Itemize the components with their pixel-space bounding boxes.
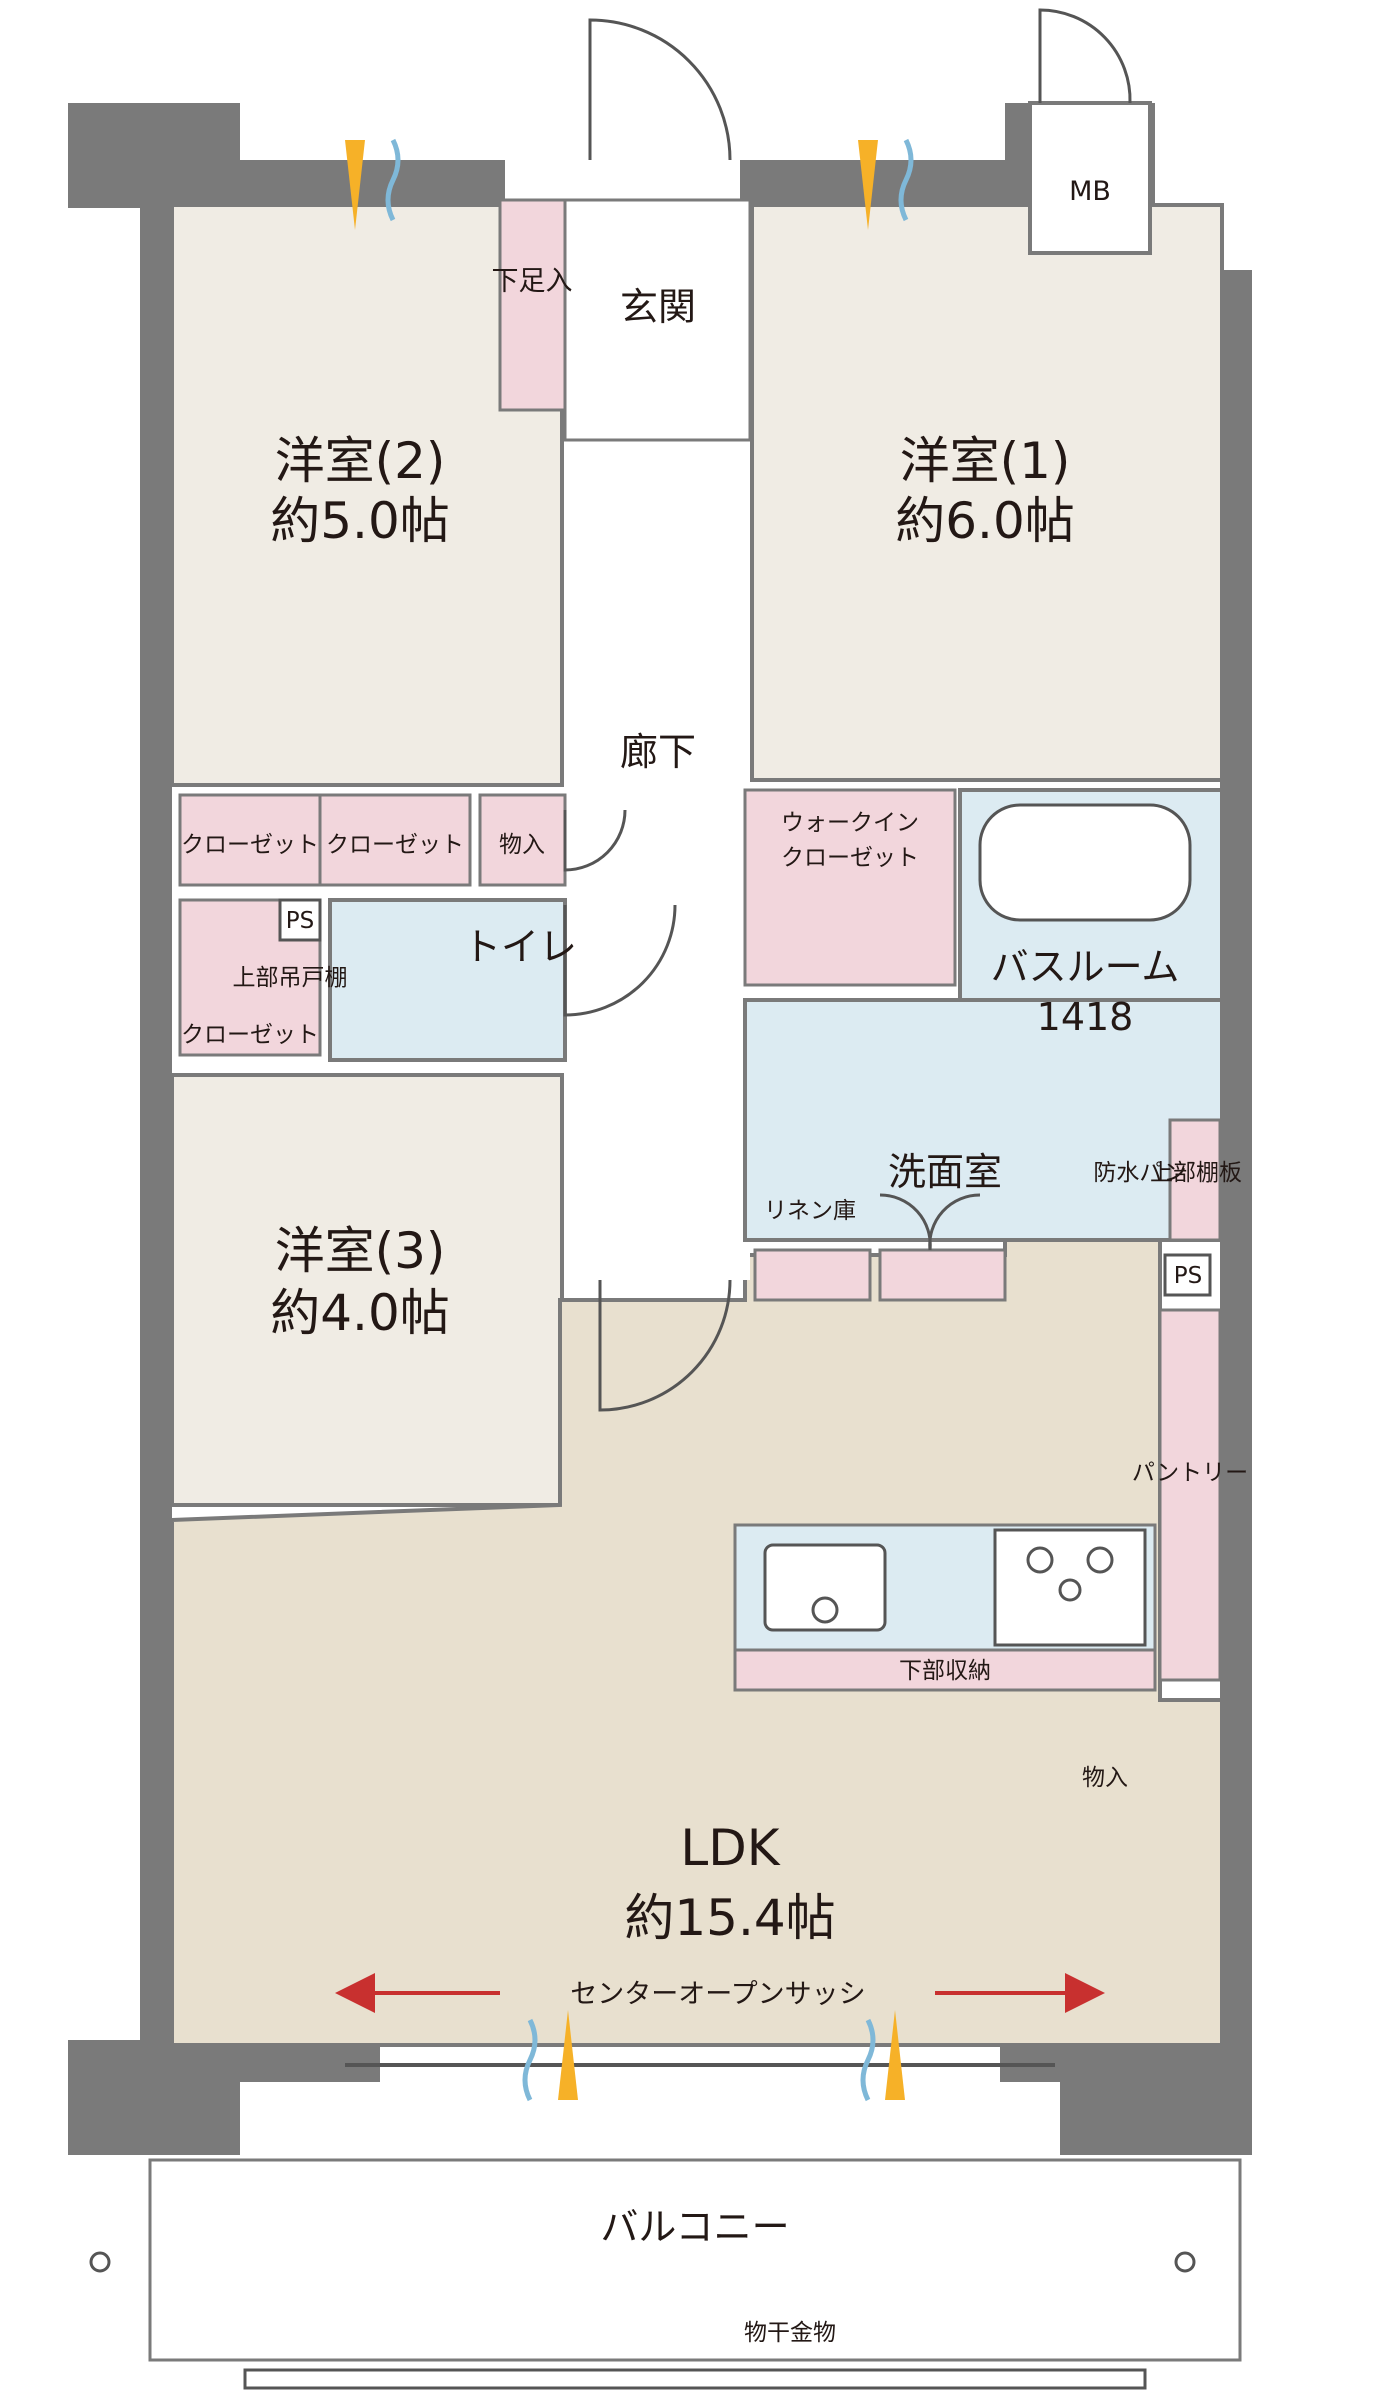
western1-name: 洋室(1) [900,432,1071,490]
western2-size: 約5.0帖 [270,492,450,550]
door-swings [563,8,1132,1412]
shoe-box-label: 下足入 [492,266,573,297]
ldk-name: LDK [680,1819,780,1877]
kitchen-lower-storage [733,1648,1157,1692]
pantry-label: パントリー [1132,1460,1248,1486]
closet-label-2: クローゼット [326,832,464,858]
linen-b [878,1248,1007,1302]
room-floors [170,198,1224,2047]
ldk-size: 約15.4帖 [624,1889,835,1947]
upper-shelf-label: 上部棚板 [1150,1160,1242,1186]
labels: 洋室(2) 約5.0帖 洋室(1) 約6.0帖 洋室(3) 約4.0帖 LDK … [181,176,1248,2346]
room-washroom [743,998,1224,1242]
shoe-box [498,198,567,412]
closet-left-c [178,898,322,1057]
corridor-label: 廊下 [620,730,696,774]
ps-box-2 [1163,1253,1212,1297]
storage-hall [478,793,567,887]
ps-label-1: PS [286,908,314,934]
room-entrance [563,198,752,442]
western3-size: 約4.0帖 [270,1284,450,1342]
laundry-hanger-label: 物干金物 [744,2320,836,2346]
western2-name: 洋室(2) [275,432,446,490]
lower-storage-label: 下部収納 [899,1658,991,1684]
upper-shelf [1168,1118,1222,1242]
ps-label-2: PS [1174,1263,1202,1289]
balcony-label: バルコニー [600,2205,789,2249]
vent-icons [345,138,914,2102]
washroom-label: 洗面室 [888,1150,1002,1194]
kitchen-storage-label: 物入 [1082,1765,1128,1791]
bathroom-size: 1418 [1037,995,1134,1039]
walk-in-closet [743,788,957,987]
mb-box [1028,101,1152,255]
closet-left-a [178,793,322,887]
ps-box-1 [278,898,322,942]
bathroom-name: バスルーム [991,945,1180,989]
storage-areas [178,198,1222,1682]
room-toilet [328,898,567,1062]
center-sash-label: センターオープンサッシ [570,1979,865,2010]
hanging-shelf-label: 上部吊戸棚 [233,965,348,991]
western3-name: 洋室(3) [275,1222,446,1280]
hall-storage-label: 物入 [499,832,545,858]
linen-label: リネン庫 [764,1198,856,1224]
room-western2 [170,203,564,787]
wic-label-2: クローゼット [781,845,919,871]
closet-left-b [318,793,472,887]
wic-label-1: ウォークイン [781,810,919,836]
toilet-label: トイレ [463,925,577,969]
western1-size: 約6.0帖 [895,492,1075,550]
linen-a [753,1248,872,1302]
waterproof-pan-label: 防水パン [1093,1160,1186,1186]
entrance-label: 玄関 [620,285,696,329]
balcony-area [148,2158,1242,2362]
room-corridor [565,440,750,1280]
mb-label: MB [1069,176,1111,207]
pantry [1158,1308,1222,1682]
room-western3 [170,1073,564,1507]
room-western1 [750,203,1224,782]
balcony-rail [243,2368,1147,2390]
closet-label-3: クローゼット [181,1022,319,1048]
closet-label-1: クローゼット [181,832,319,858]
